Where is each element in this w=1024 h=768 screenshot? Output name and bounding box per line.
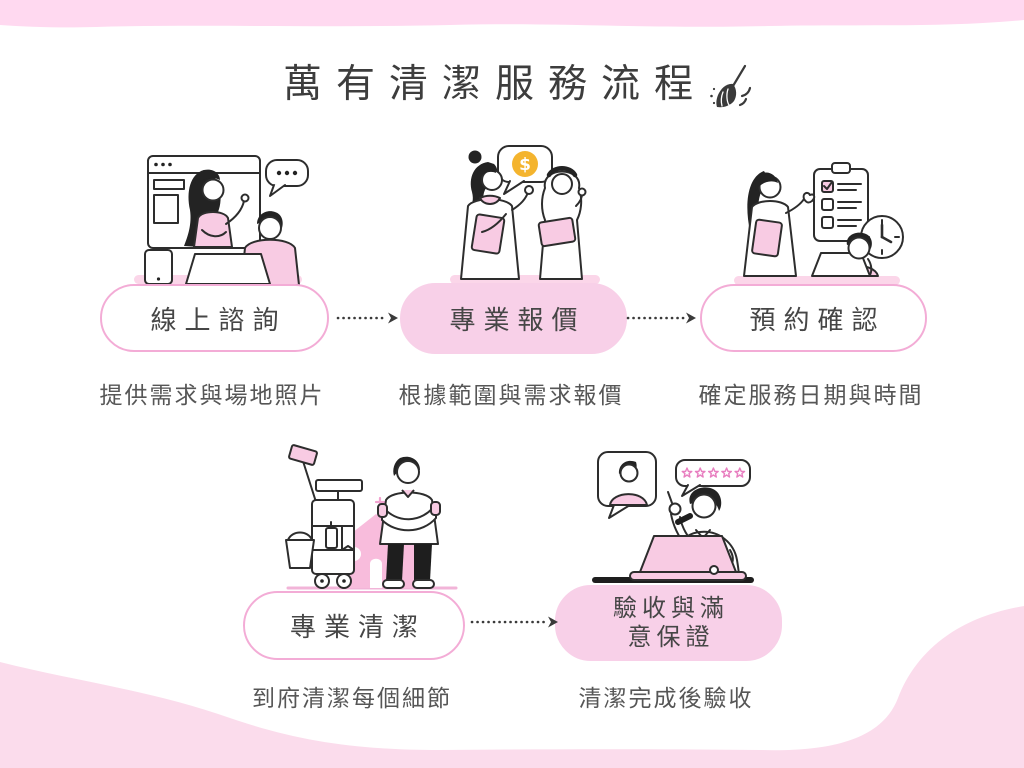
wristband	[675, 513, 693, 525]
bucket-icon	[285, 539, 315, 569]
cleaning-cart-icon	[285, 444, 363, 589]
cleaning-cart-illustration	[285, 444, 458, 590]
smartphone-icon	[144, 249, 173, 285]
broom-head	[288, 444, 318, 466]
step-caption-professional-cleaning: 到府清潔每個細節	[252, 685, 452, 711]
step-caption-professional-quote: 根據範圍與需求報價	[398, 382, 624, 408]
cleaner-man	[377, 456, 441, 589]
pink-laptop-icon	[629, 535, 747, 581]
pink-folder	[751, 218, 783, 258]
arrow-step1-to-step2	[336, 312, 398, 324]
top-pink-band	[0, 0, 1024, 28]
crossed-arms	[381, 503, 437, 532]
step-label: 線上諮詢	[150, 304, 287, 335]
step-caption-online-consultation: 提供需求與場地照片	[99, 382, 325, 408]
star-rating-bubble	[675, 459, 751, 497]
chat-bubble-dots-icon	[265, 159, 309, 197]
customer-review-illustration	[592, 451, 754, 583]
step-label-line2: 意保證	[627, 624, 715, 651]
arrowhead-icon	[686, 312, 696, 324]
step-pill-online-consultation: 線上諮詢	[100, 284, 329, 352]
dollar-coin-icon	[512, 151, 538, 177]
video-call-bubble	[597, 451, 657, 519]
customer-woman	[537, 166, 587, 280]
schedule-checklist-illustration	[734, 162, 904, 285]
floor	[734, 276, 900, 285]
step-caption-booking-confirmation: 確定服務日期與時間	[698, 382, 924, 408]
staff-woman	[460, 150, 534, 280]
arrow-step2-to-step3	[626, 312, 696, 324]
agent-woman	[184, 169, 250, 248]
step-label: 預約確認	[749, 304, 886, 335]
step-pill-booking-confirmation: 預約確認	[700, 284, 927, 352]
step-pill-professional-quote: 專業報價	[400, 283, 627, 354]
page-title-text: 萬有清潔服務流程	[282, 63, 707, 106]
price-bubble: $	[497, 145, 553, 195]
staff-woman	[743, 171, 816, 277]
page-title: 萬有清潔服務流程	[0, 52, 1024, 110]
pink-tablet	[537, 216, 577, 248]
clipboard-icon	[813, 162, 869, 242]
step-caption-acceptance-guarantee: 清潔完成後驗收	[578, 685, 754, 711]
step-pill-professional-cleaning: 專業清潔	[243, 591, 465, 660]
step-pill-acceptance-guarantee: 驗收與滿 意保證	[555, 585, 782, 661]
step-label: 專業清潔	[289, 612, 426, 642]
arrowhead-icon	[548, 616, 558, 628]
spray-bottle	[325, 527, 338, 549]
laptop-icon	[185, 253, 271, 285]
towel	[341, 525, 355, 551]
bucket-handle	[287, 531, 313, 541]
dollar-symbol: $	[519, 155, 531, 175]
step-label-line1: 驗收與滿	[613, 594, 729, 622]
broom-icon	[710, 64, 752, 108]
customer-man-laptop	[811, 232, 879, 277]
bottom-pink-wave	[0, 606, 1024, 768]
video-call-consultation-illustration	[134, 155, 309, 286]
arrow-step4-to-step5	[470, 616, 558, 628]
arrowhead-icon	[388, 312, 398, 324]
step-label: 專業報價	[449, 305, 586, 335]
price-discussion-illustration: $	[450, 145, 600, 284]
